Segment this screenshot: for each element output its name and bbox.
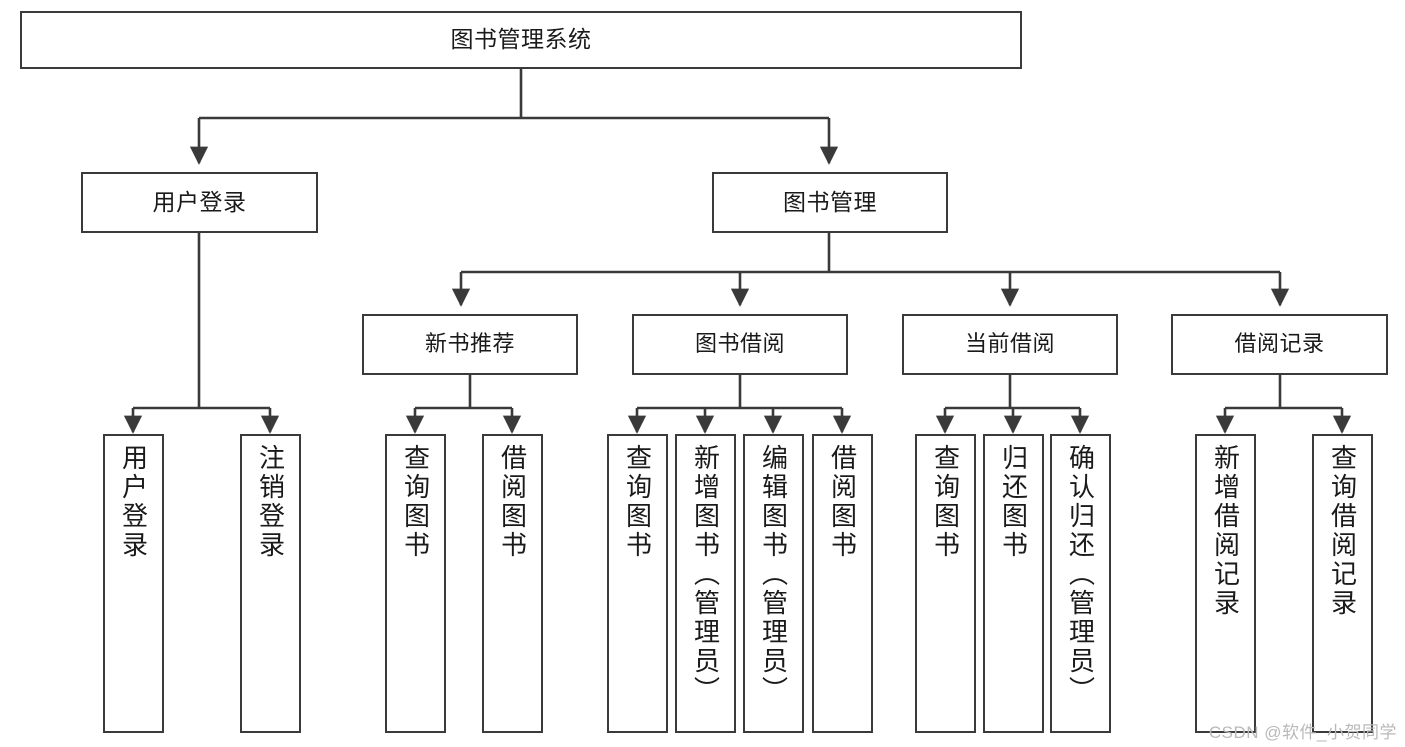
node-leaf-confirm-return-label: 确认归还（管理员） [1065, 444, 1096, 705]
node-user-login[interactable]: 用户登录 [81, 172, 318, 233]
node-book-manage-label: 图书管理 [783, 188, 877, 215]
node-leaf-return-book[interactable]: 归还图书 [983, 434, 1044, 733]
node-new-book-rec[interactable]: 新书推荐 [362, 314, 578, 375]
node-leaf-add-book[interactable]: 新增图书（管理员） [675, 434, 736, 733]
node-root-label: 图书管理系统 [450, 26, 592, 53]
node-leaf-query-book-2-label: 查询图书 [622, 444, 653, 560]
node-book-borrow-label: 图书借阅 [694, 331, 785, 357]
node-book-manage[interactable]: 图书管理 [712, 172, 948, 233]
node-root[interactable]: 图书管理系统 [20, 11, 1022, 69]
node-new-book-rec-label: 新书推荐 [424, 331, 515, 357]
node-leaf-user-logout[interactable]: 注销登录 [240, 434, 301, 733]
node-leaf-edit-book-label: 编辑图书（管理员） [758, 444, 789, 705]
node-book-borrow[interactable]: 图书借阅 [632, 314, 848, 375]
node-leaf-confirm-return[interactable]: 确认归还（管理员） [1050, 434, 1111, 733]
node-leaf-query-book-1-label: 查询图书 [400, 444, 431, 560]
watermark: CSDN @软件_小贺同学 [1208, 723, 1397, 742]
node-leaf-borrow-book-1[interactable]: 借阅图书 [482, 434, 543, 733]
node-borrow-record-label: 借阅记录 [1234, 331, 1325, 357]
node-leaf-edit-book[interactable]: 编辑图书（管理员） [743, 434, 804, 733]
node-leaf-add-record[interactable]: 新增借阅记录 [1195, 434, 1256, 733]
node-leaf-user-login-label: 用户登录 [118, 444, 149, 560]
node-borrow-record[interactable]: 借阅记录 [1171, 314, 1388, 375]
node-leaf-add-record-label: 新增借阅记录 [1210, 444, 1241, 618]
node-leaf-borrow-book-2-label: 借阅图书 [827, 444, 858, 560]
node-leaf-query-record[interactable]: 查询借阅记录 [1312, 434, 1373, 733]
node-current-borrow[interactable]: 当前借阅 [902, 314, 1118, 375]
node-leaf-query-book-3-label: 查询图书 [930, 444, 961, 560]
node-leaf-query-book-3[interactable]: 查询图书 [915, 434, 976, 733]
node-leaf-query-book-2[interactable]: 查询图书 [607, 434, 668, 733]
node-user-login-label: 用户登录 [152, 188, 247, 215]
node-leaf-query-book-1[interactable]: 查询图书 [385, 434, 446, 733]
node-leaf-user-login[interactable]: 用户登录 [103, 434, 164, 733]
node-leaf-add-book-label: 新增图书（管理员） [690, 444, 721, 705]
node-leaf-borrow-book-1-label: 借阅图书 [497, 444, 528, 560]
node-leaf-user-logout-label: 注销登录 [255, 444, 286, 560]
node-leaf-borrow-book-2[interactable]: 借阅图书 [812, 434, 873, 733]
node-leaf-return-book-label: 归还图书 [998, 444, 1029, 560]
node-leaf-query-record-label: 查询借阅记录 [1327, 444, 1358, 618]
node-current-borrow-label: 当前借阅 [964, 331, 1055, 357]
